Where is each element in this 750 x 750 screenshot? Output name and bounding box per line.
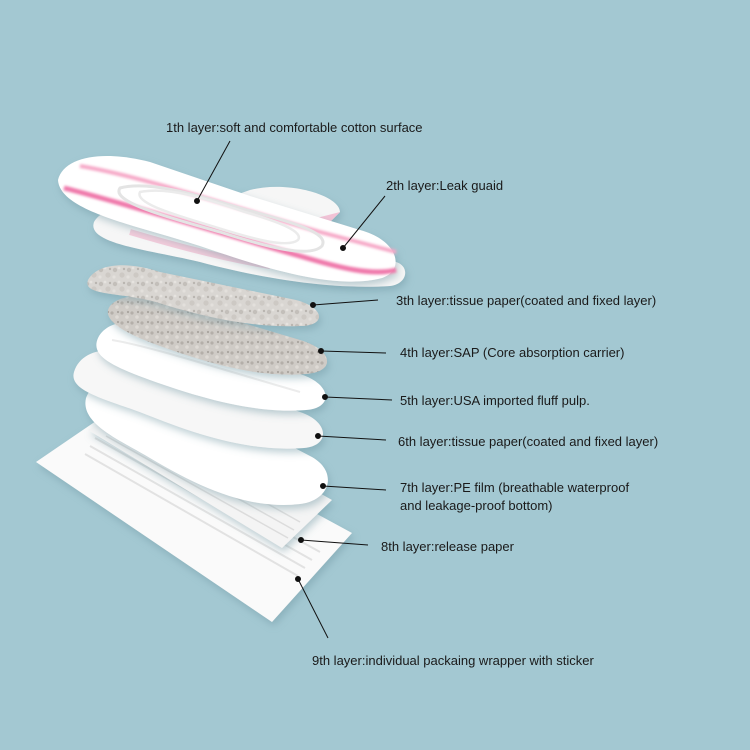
label-layer7-line2: and leakage-proof bottom) xyxy=(400,498,553,513)
leader-line-layer2 xyxy=(340,195,386,251)
leader-line-layer1 xyxy=(194,140,231,204)
label-layer8: 8th layer:release paper xyxy=(381,539,514,554)
leader-line-layer7 xyxy=(320,483,387,491)
label-layer2: 2th layer:Leak guaid xyxy=(386,178,504,193)
leader-line-layer5 xyxy=(322,394,393,401)
layer3-tissue-paper xyxy=(87,265,320,327)
label-layer4: 4th layer:SAP (Core absorption carrier) xyxy=(400,345,625,360)
leader-line-layer3 xyxy=(310,299,379,308)
layer4-sap xyxy=(107,296,328,375)
leader-line-layer6 xyxy=(315,433,387,441)
label-layer6: 6th layer:tissue paper(coated and fixed … xyxy=(398,434,659,449)
label-layer1: 1th layer:soft and comfortable cotton su… xyxy=(166,120,423,135)
layer5-fluff-pulp xyxy=(96,321,326,411)
label-layer5: 5th layer:USA imported fluff pulp. xyxy=(400,393,590,408)
leader-line-layer9 xyxy=(295,576,329,639)
leader-line-layer8 xyxy=(298,537,369,546)
label-layer9: 9th layer:individual packaing wrapper wi… xyxy=(312,653,594,668)
label-layer3: 3th layer:tissue paper(coated and fixed … xyxy=(396,293,657,308)
leader-line-layer4 xyxy=(318,348,387,354)
layer1-cotton-surface xyxy=(58,156,397,282)
label-layer7-line1: 7th layer:PE film (breathable waterproof xyxy=(400,480,630,495)
